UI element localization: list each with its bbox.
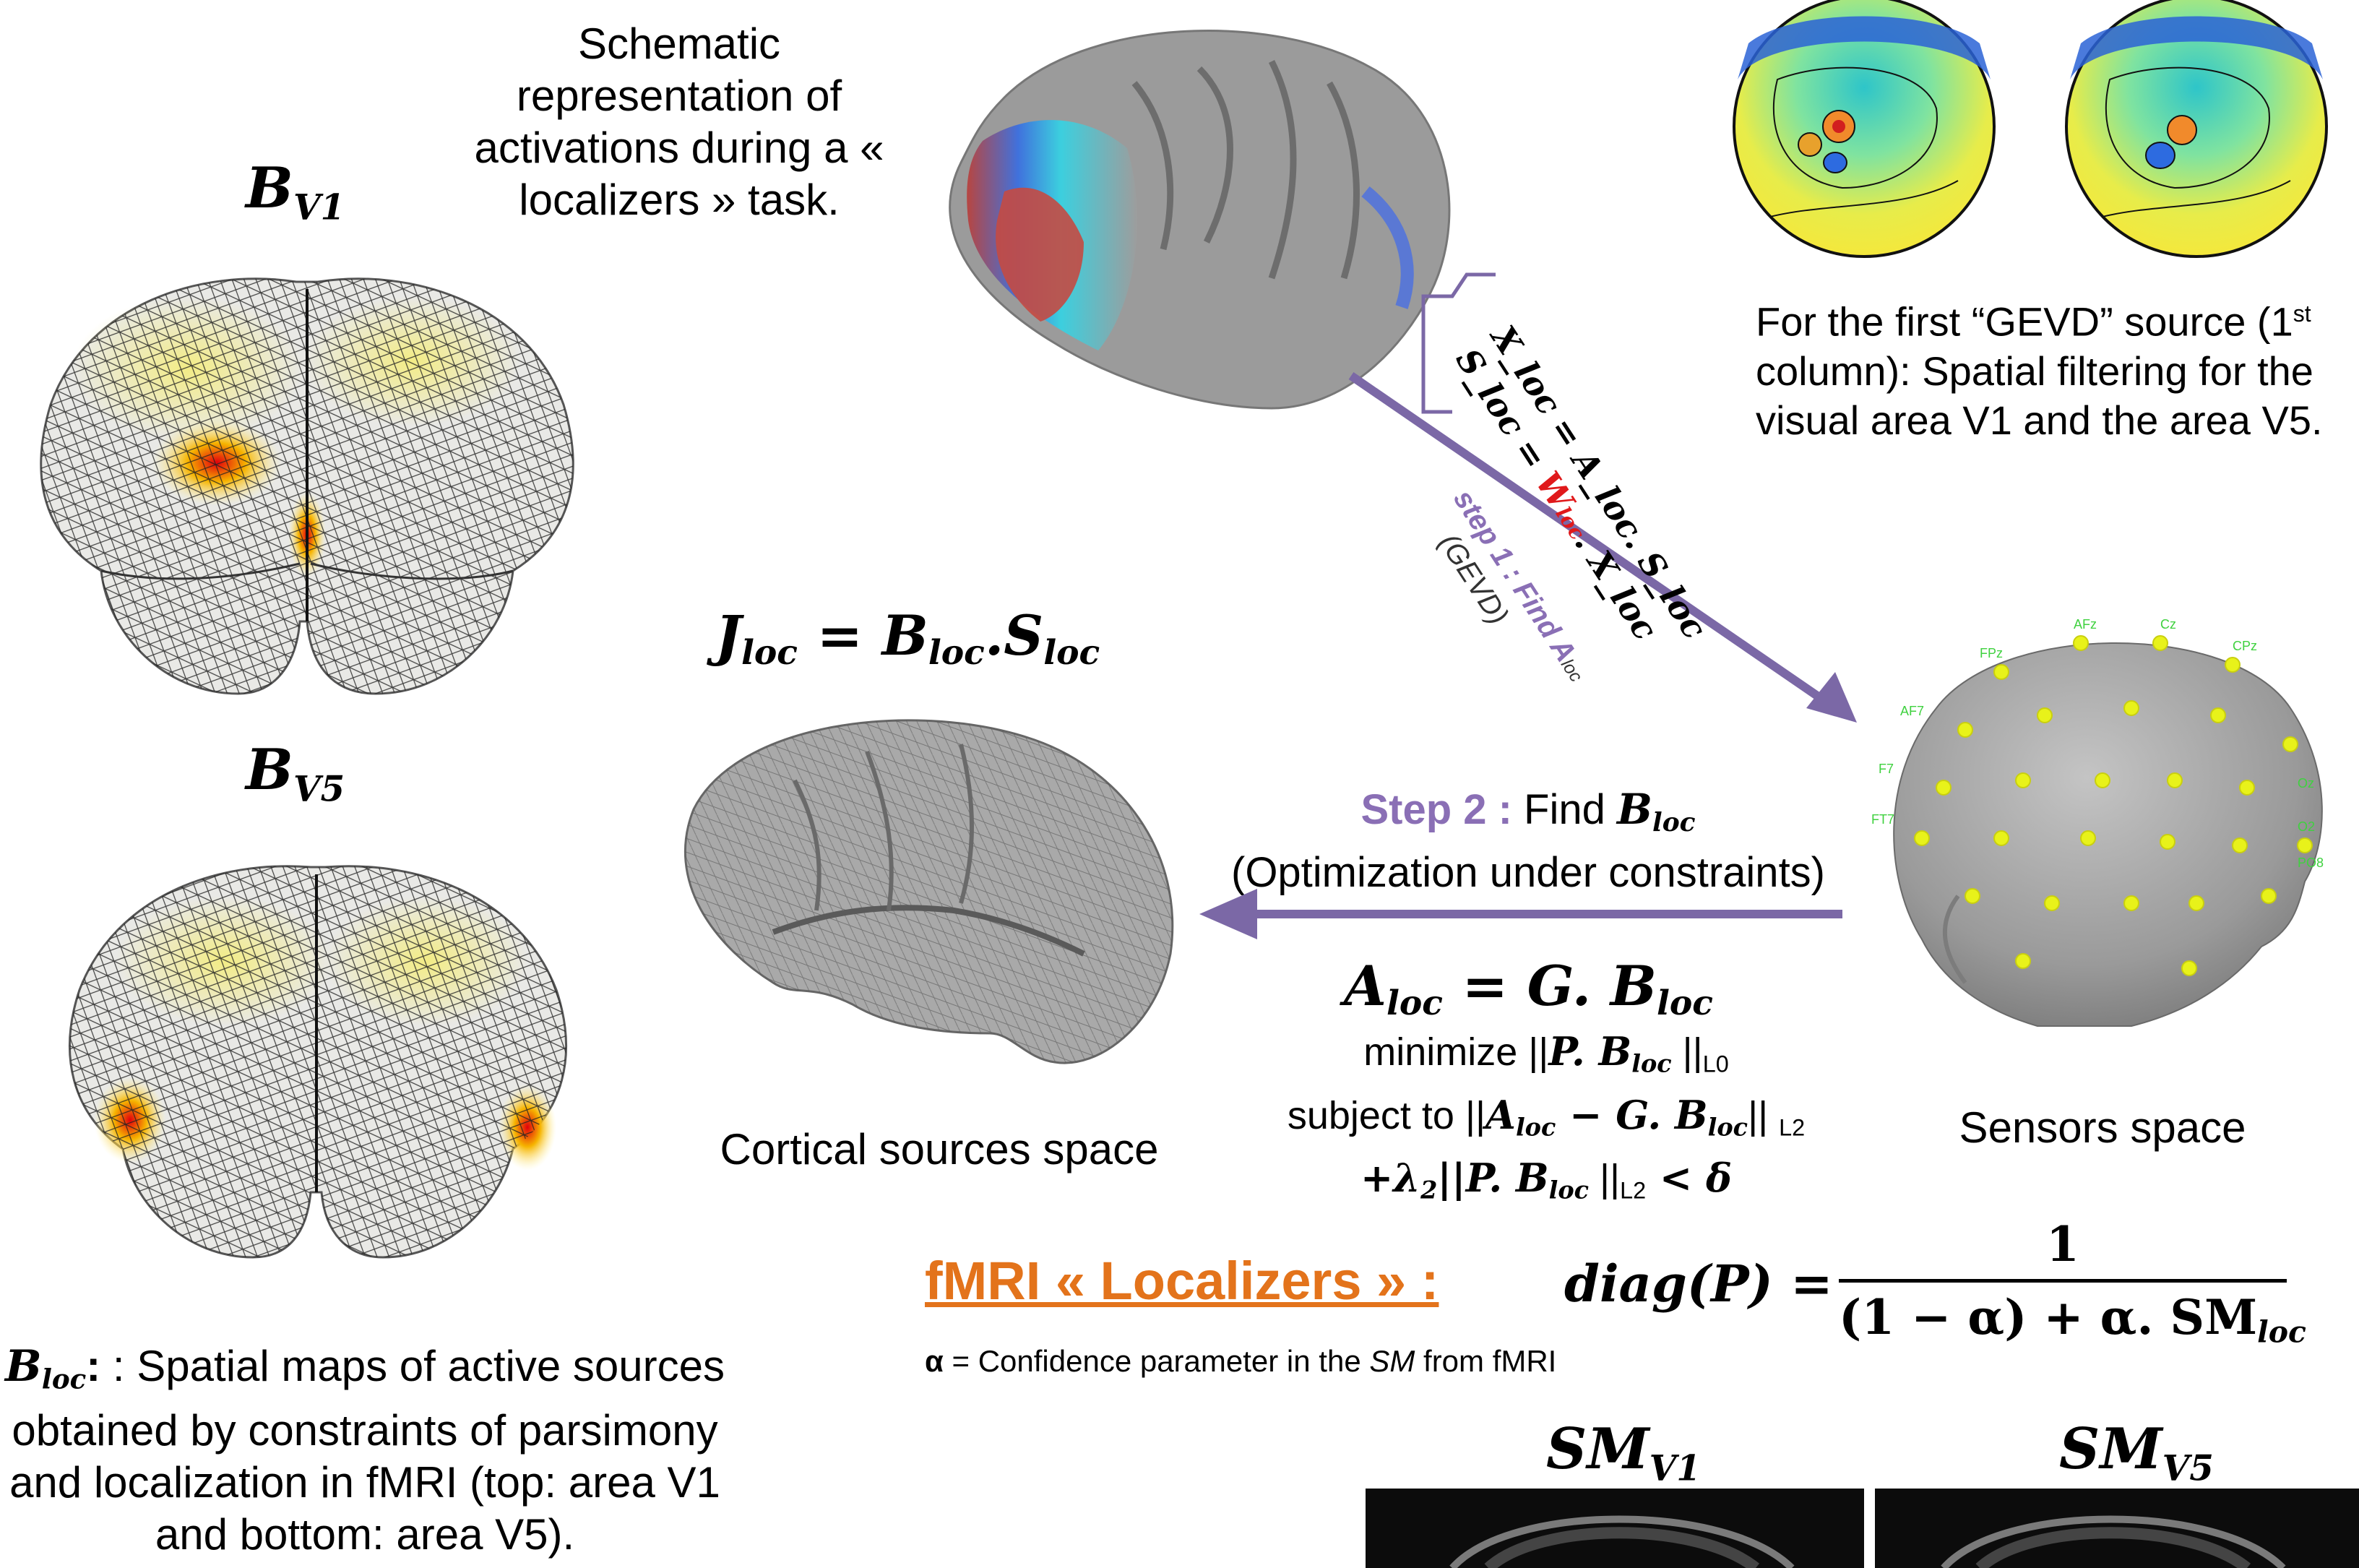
electrode-dots xyxy=(1914,635,2313,976)
alpha-note: α = Confidence parameter in the SM from … xyxy=(925,1344,1557,1378)
subject-line: subject to ||Aloc − G. Bloc|| L2 xyxy=(1287,1091,1806,1142)
svg-text:AFz: AFz xyxy=(2074,617,2097,632)
fraction-denominator: (1 − α) + α. SMloc xyxy=(1839,1289,2306,1350)
topomap-1 xyxy=(1733,0,1996,258)
brain-mesh-v1 xyxy=(40,277,574,695)
mri-slices xyxy=(1366,1489,2359,1568)
svg-text:FPz: FPz xyxy=(1980,646,2003,660)
step2-arrow xyxy=(1199,889,1842,939)
sensor-head: FPz AFz Cz CPz AF7 F7 FT7 Oz O2 PO8 xyxy=(1871,617,2324,1027)
minimize-line: minimize ||P. Bloc ||L0 xyxy=(1363,1028,1729,1078)
svg-text:F7: F7 xyxy=(1879,762,1894,776)
svg-text:Oz: Oz xyxy=(2298,776,2314,791)
bv1-label: BV1 xyxy=(246,155,345,228)
step1-bracket xyxy=(1421,272,1496,414)
topomap-caption: For the first “GEVD” source (1st column)… xyxy=(1756,298,2323,443)
lambda-line: +λ2||P. Bloc ||L2 < δ xyxy=(1360,1155,1732,1205)
fraction-bar xyxy=(1839,1279,2287,1283)
brain-mesh-v5 xyxy=(69,865,567,1259)
svg-text:AF7: AF7 xyxy=(1900,704,1924,718)
svg-text:Cz: Cz xyxy=(2160,617,2176,632)
fraction-numerator: 1 xyxy=(2046,1216,2079,1272)
svg-text:O2: O2 xyxy=(2298,819,2315,834)
diag-formula-lhs: diag(P) = xyxy=(1564,1254,1833,1314)
step1-arrow xyxy=(1348,372,1857,723)
schematic-text: Schematic representation of activations … xyxy=(474,20,884,224)
step2-label: Step 2 : Find Bloc (Optimization under c… xyxy=(1231,785,1825,897)
electrode-labels: FPz AFz Cz CPz AF7 F7 FT7 Oz O2 PO8 xyxy=(1871,617,2324,870)
optimization-constraints: minimize ||P. Bloc ||L0 subject to ||Alo… xyxy=(1228,1026,1864,1216)
brain-activation-render xyxy=(949,30,1451,410)
bv5-label: BV5 xyxy=(246,737,345,810)
cortical-space-label: Cortical sources space xyxy=(720,1125,1159,1173)
aloc-equation: Aloc = G. Bloc xyxy=(1344,954,1713,1024)
svg-text:FT7: FT7 xyxy=(1871,812,1894,827)
diag-formula-fraction: 1 (1 − α) + α. SMloc xyxy=(1839,1214,2306,1362)
topomap-2 xyxy=(2065,0,2328,258)
fmri-title: fMRI « Localizers » : xyxy=(925,1251,1439,1311)
sm-v5-label: SMV5 xyxy=(2059,1416,2214,1489)
sm-v1-label: SMV1 xyxy=(1546,1416,1701,1489)
topomap-pair xyxy=(1733,0,2328,258)
svg-text:CPz: CPz xyxy=(2233,639,2257,653)
jloc-equation: Jloc = Bloc.Sloc xyxy=(715,603,1100,673)
bloc-caption: Bloc: : Spatial maps of active sources o… xyxy=(4,1341,725,1559)
cortical-surface-mesh xyxy=(684,719,1174,1064)
svg-text:PO8: PO8 xyxy=(2298,856,2324,870)
sensors-space-label: Sensors space xyxy=(1959,1103,2246,1152)
